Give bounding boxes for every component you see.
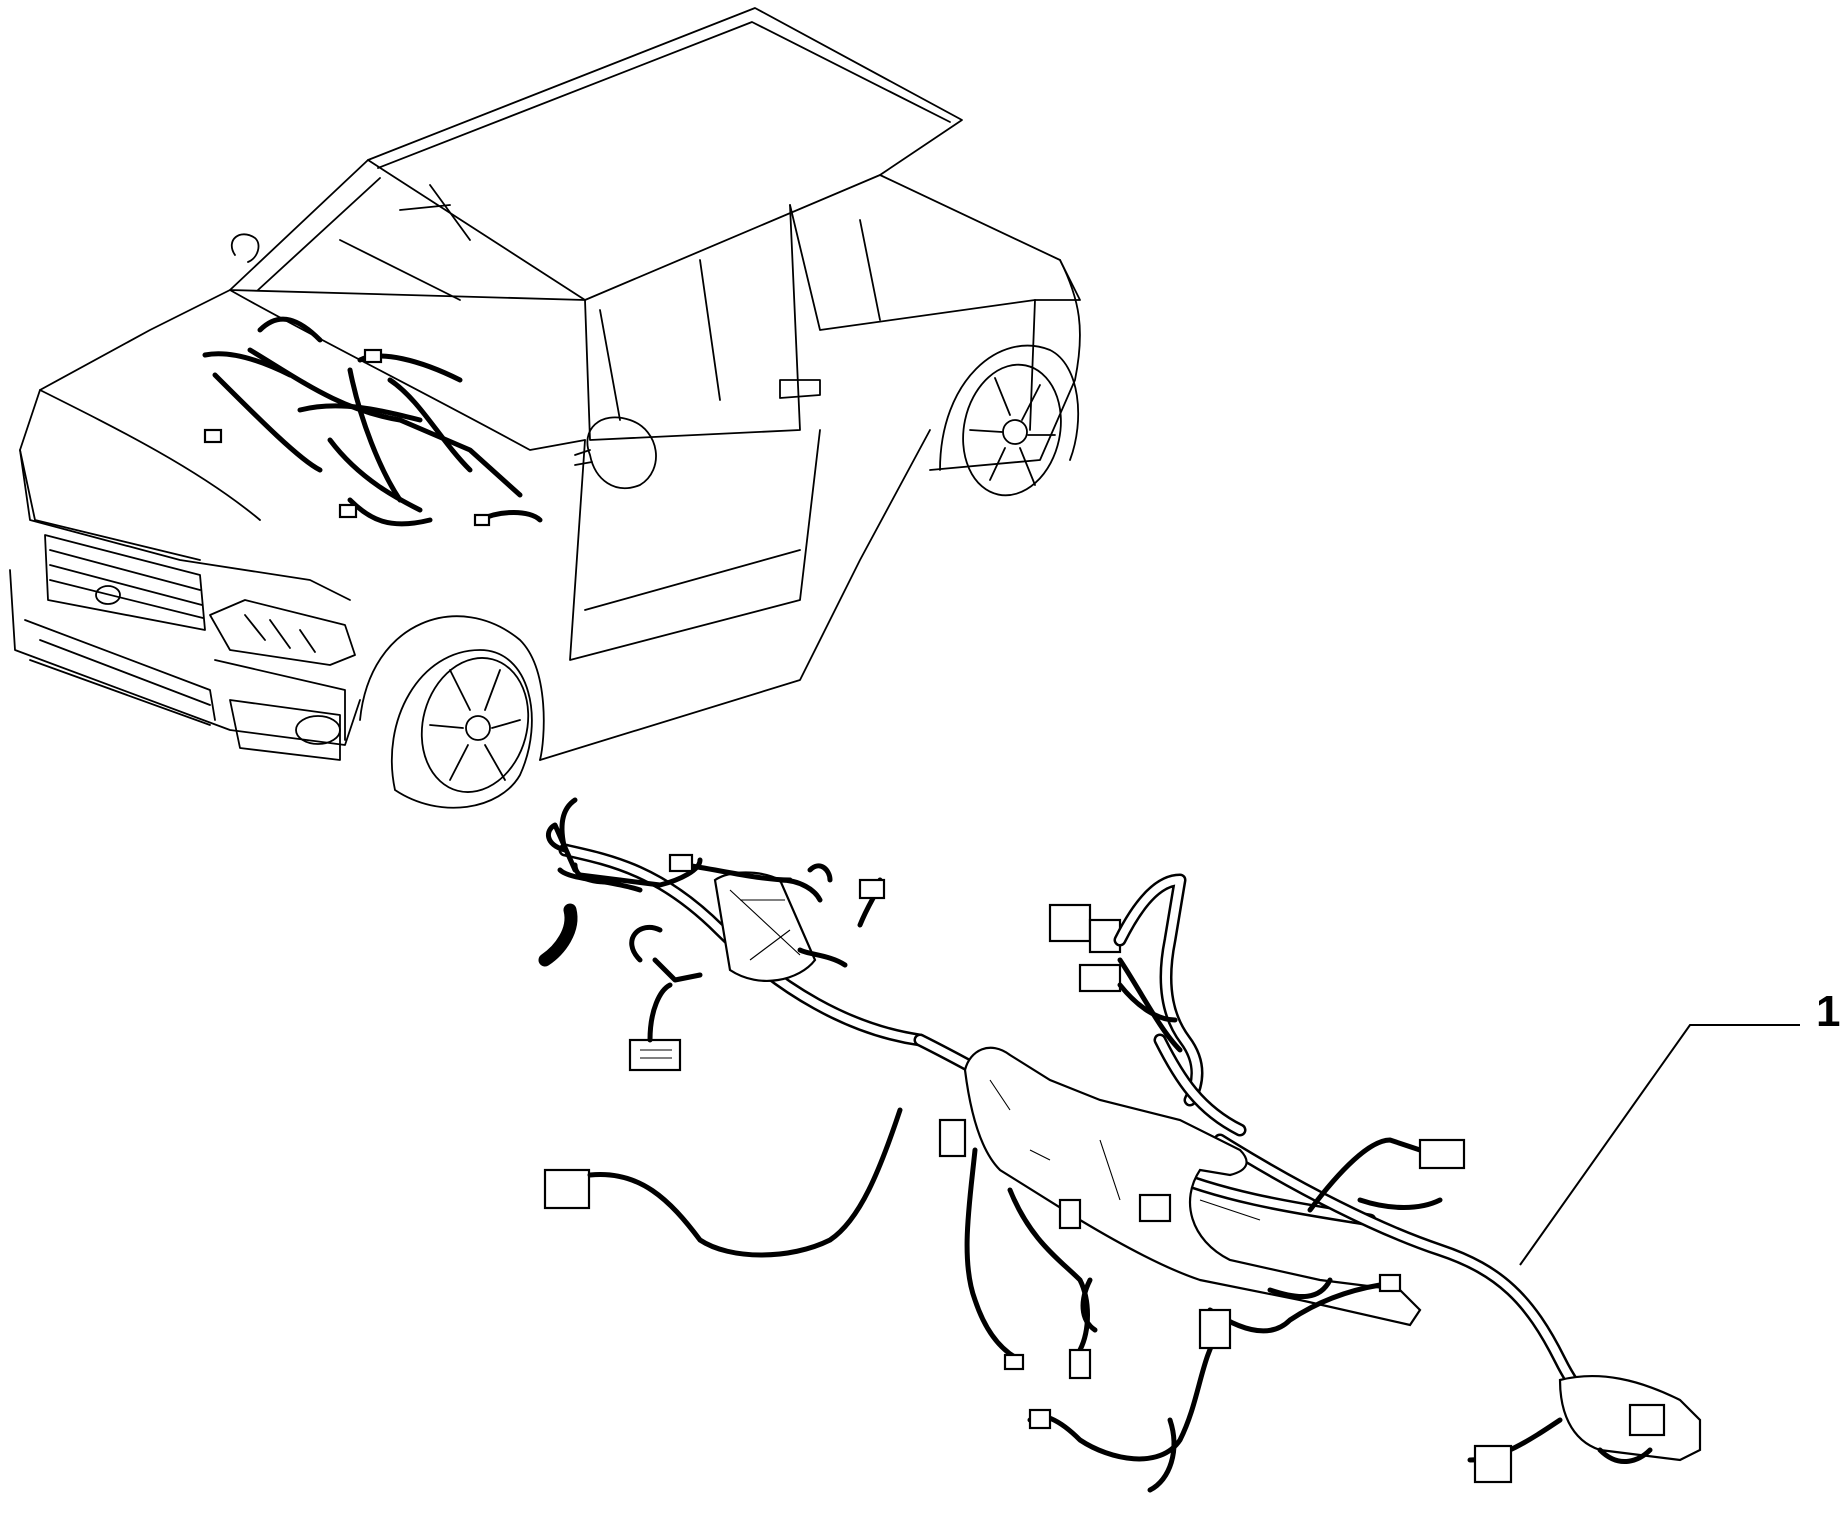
callout-label-1: 1: [1816, 987, 1841, 1036]
harness-on-car: [202, 316, 543, 527]
wiring-harness-part-1: [538, 797, 1702, 1493]
car-illustration: [9, 7, 1081, 809]
callout-leader-line: [1519, 1024, 1800, 1266]
